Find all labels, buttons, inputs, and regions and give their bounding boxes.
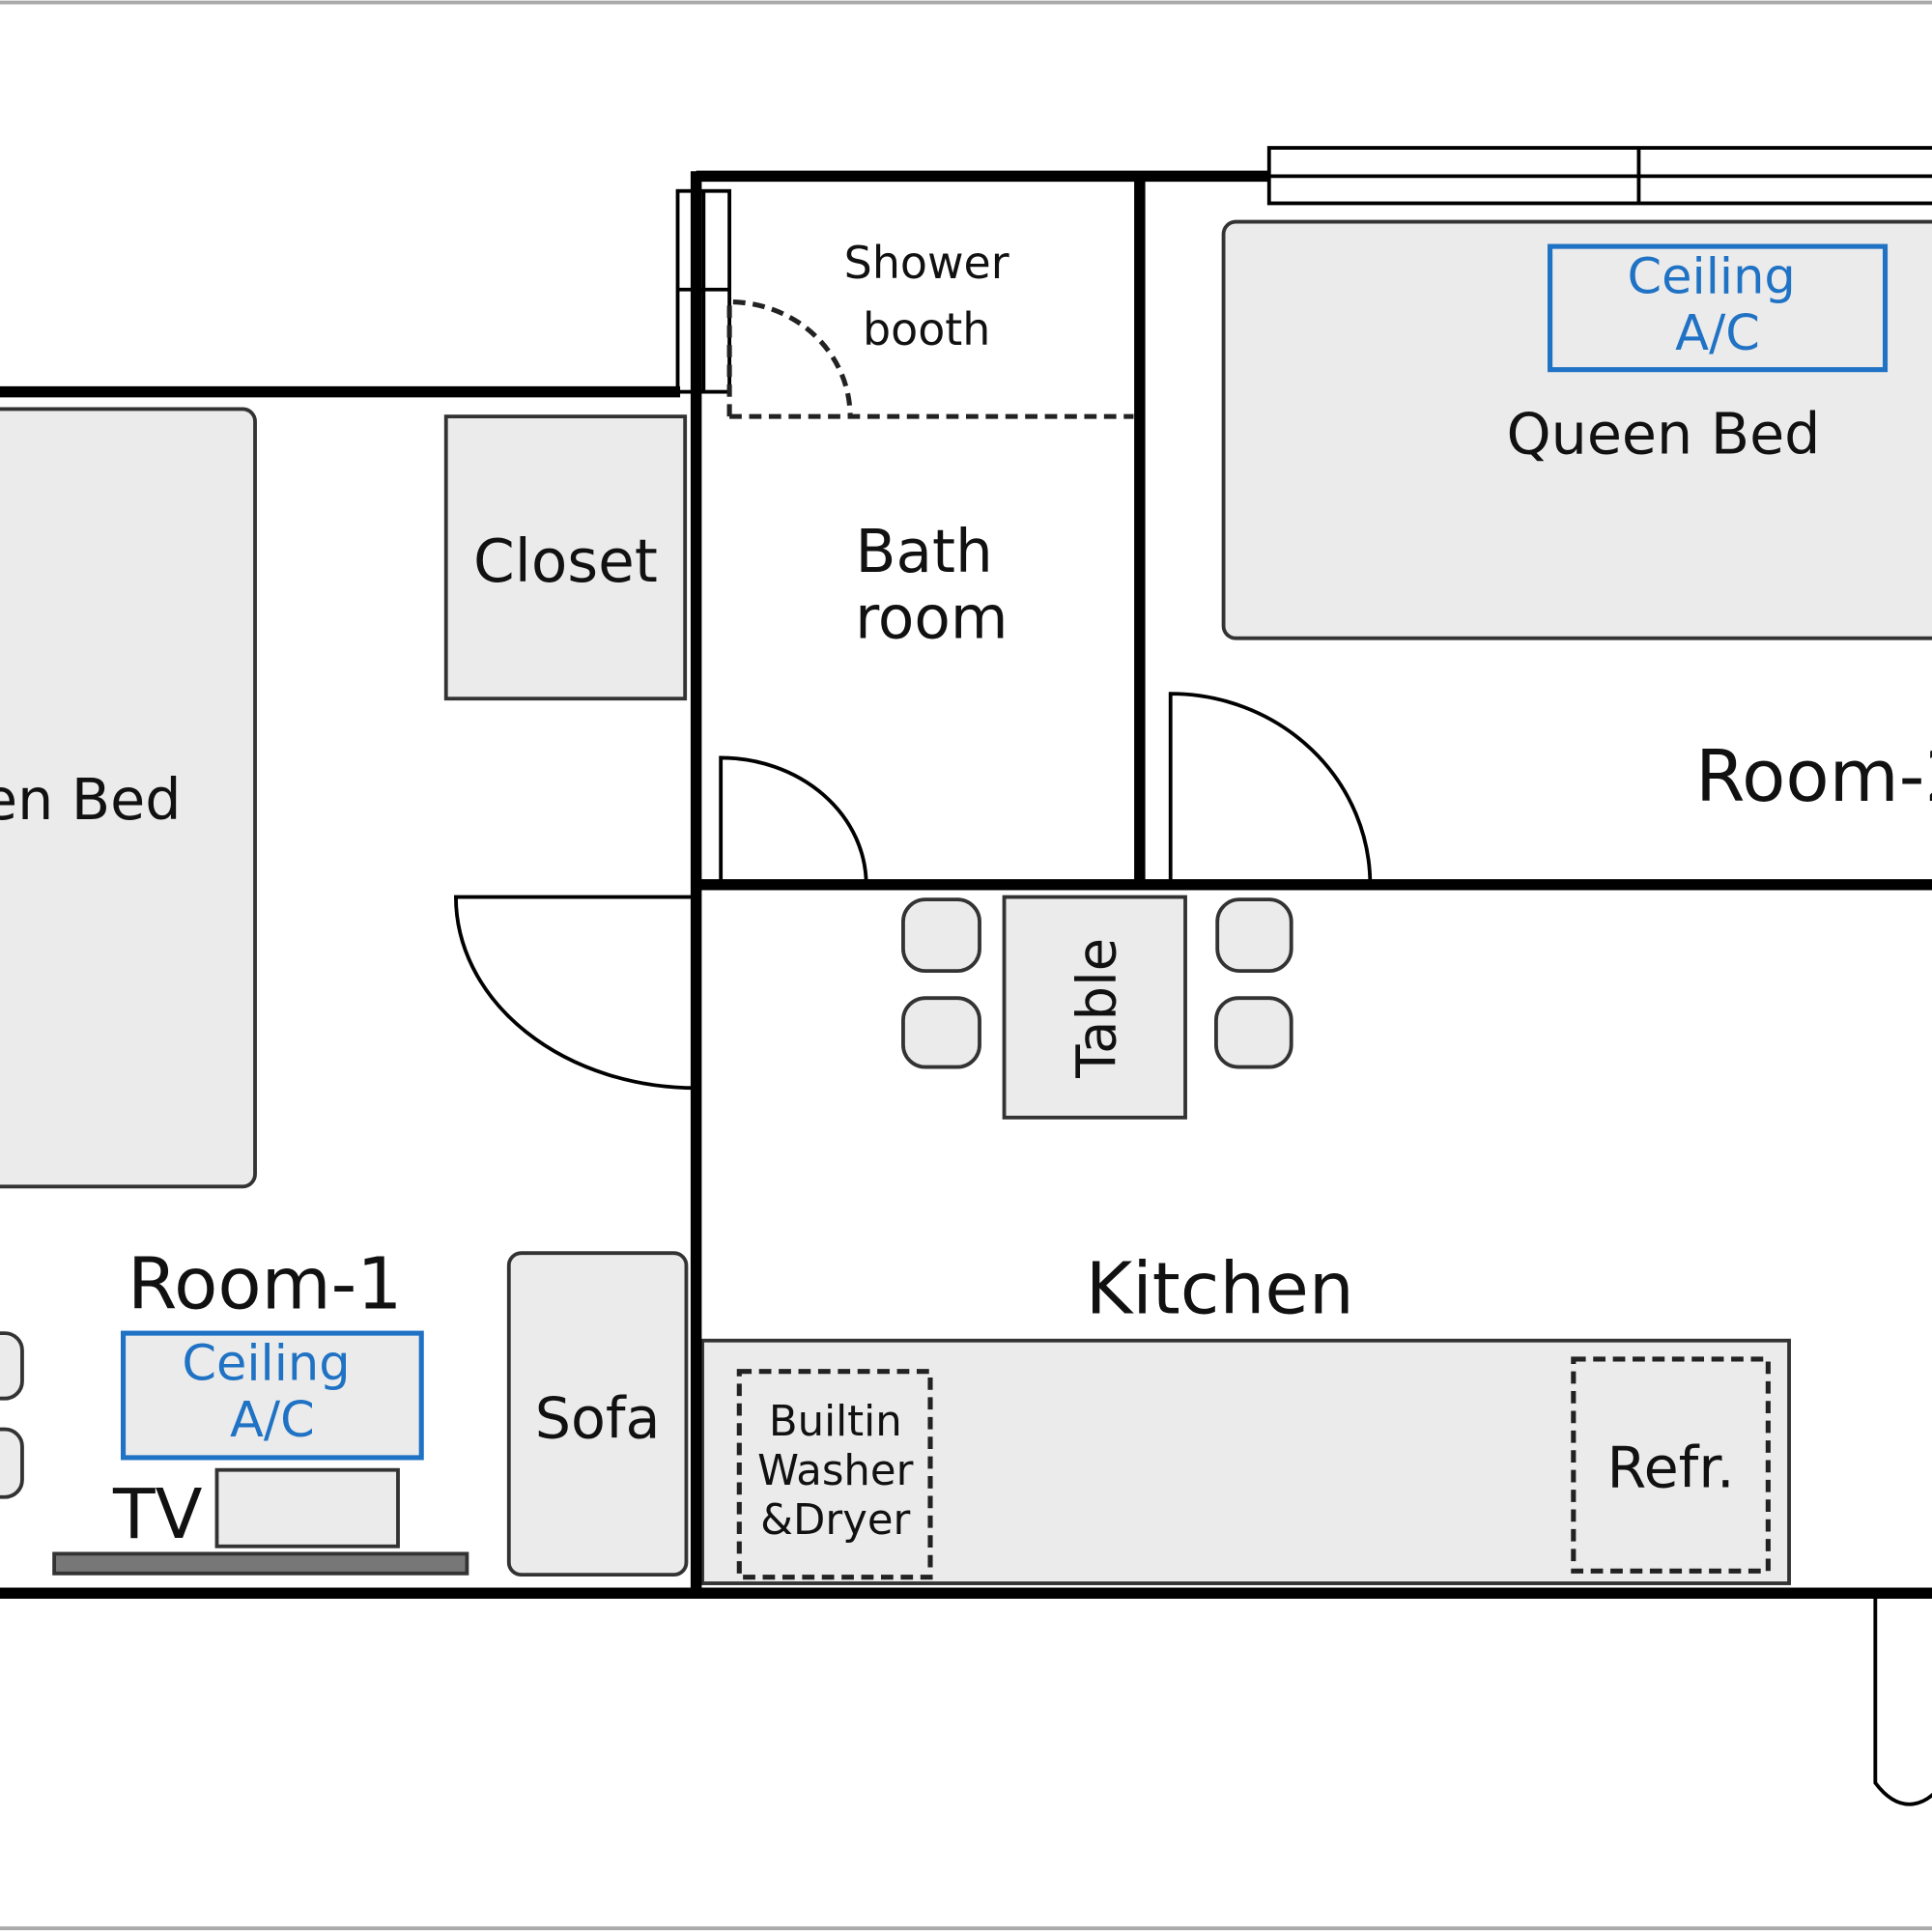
ceiling-ac-right-line1: Ceiling (1628, 249, 1796, 306)
ceiling-ac-right (1548, 243, 1889, 373)
tv (214, 1467, 400, 1548)
chair (901, 996, 981, 1069)
sofa-label: Sofa (535, 1386, 661, 1452)
room2-label: Room-2 (1695, 735, 1932, 818)
dining-table (1002, 895, 1187, 1120)
chair (0, 1427, 24, 1499)
chair (901, 897, 981, 974)
washer-dryer (736, 1369, 933, 1580)
ceiling-ac-left (120, 1330, 424, 1461)
room1-label: Room-1 (128, 1243, 402, 1326)
door-room1[interactable] (454, 895, 696, 1091)
door-bathroom[interactable] (719, 755, 868, 885)
refrigerator-label: Refr. (1606, 1435, 1734, 1501)
tv-stand (52, 1551, 469, 1576)
chair (1214, 996, 1293, 1069)
washer-label-line3: &Dryer (760, 1496, 910, 1545)
washer-label-line1: Builtin (769, 1398, 902, 1446)
kitchen-label: Kitchen (1086, 1248, 1354, 1331)
bathroom-label-line1: Bath (855, 518, 992, 586)
ceiling-ac-left-line1: Ceiling (182, 1336, 350, 1393)
queen-bed-left (0, 407, 257, 1189)
ceiling-ac-left-line2: A/C (230, 1392, 315, 1449)
table-label: Table (1065, 938, 1128, 1079)
window-room2 (1266, 146, 1932, 206)
window-bathroom (675, 188, 732, 394)
door-entrance[interactable] (1873, 1593, 1932, 1806)
door-room2[interactable] (1168, 692, 1373, 885)
chair (0, 1331, 24, 1401)
refrigerator (1571, 1356, 1771, 1574)
door-shower[interactable] (726, 298, 853, 417)
ceiling-ac-right-line2: A/C (1675, 305, 1760, 362)
closet (443, 414, 688, 701)
sofa (506, 1251, 689, 1577)
walls (0, 170, 1932, 1599)
chair (1215, 897, 1293, 974)
kitchen-counter (700, 1338, 1791, 1585)
queen-bed-right-label: Queen Bed (1506, 401, 1820, 467)
tv-label: TV (112, 1474, 203, 1554)
bathroom-label-line2: room (855, 584, 1008, 653)
shower-label-line1: Shower (844, 237, 1009, 289)
closet-label: Closet (473, 527, 658, 596)
shower-label-line2: booth (863, 303, 990, 355)
washer-label-line2: Washer (757, 1447, 913, 1495)
queen-bed-left-label: Queen Bed (0, 767, 182, 833)
